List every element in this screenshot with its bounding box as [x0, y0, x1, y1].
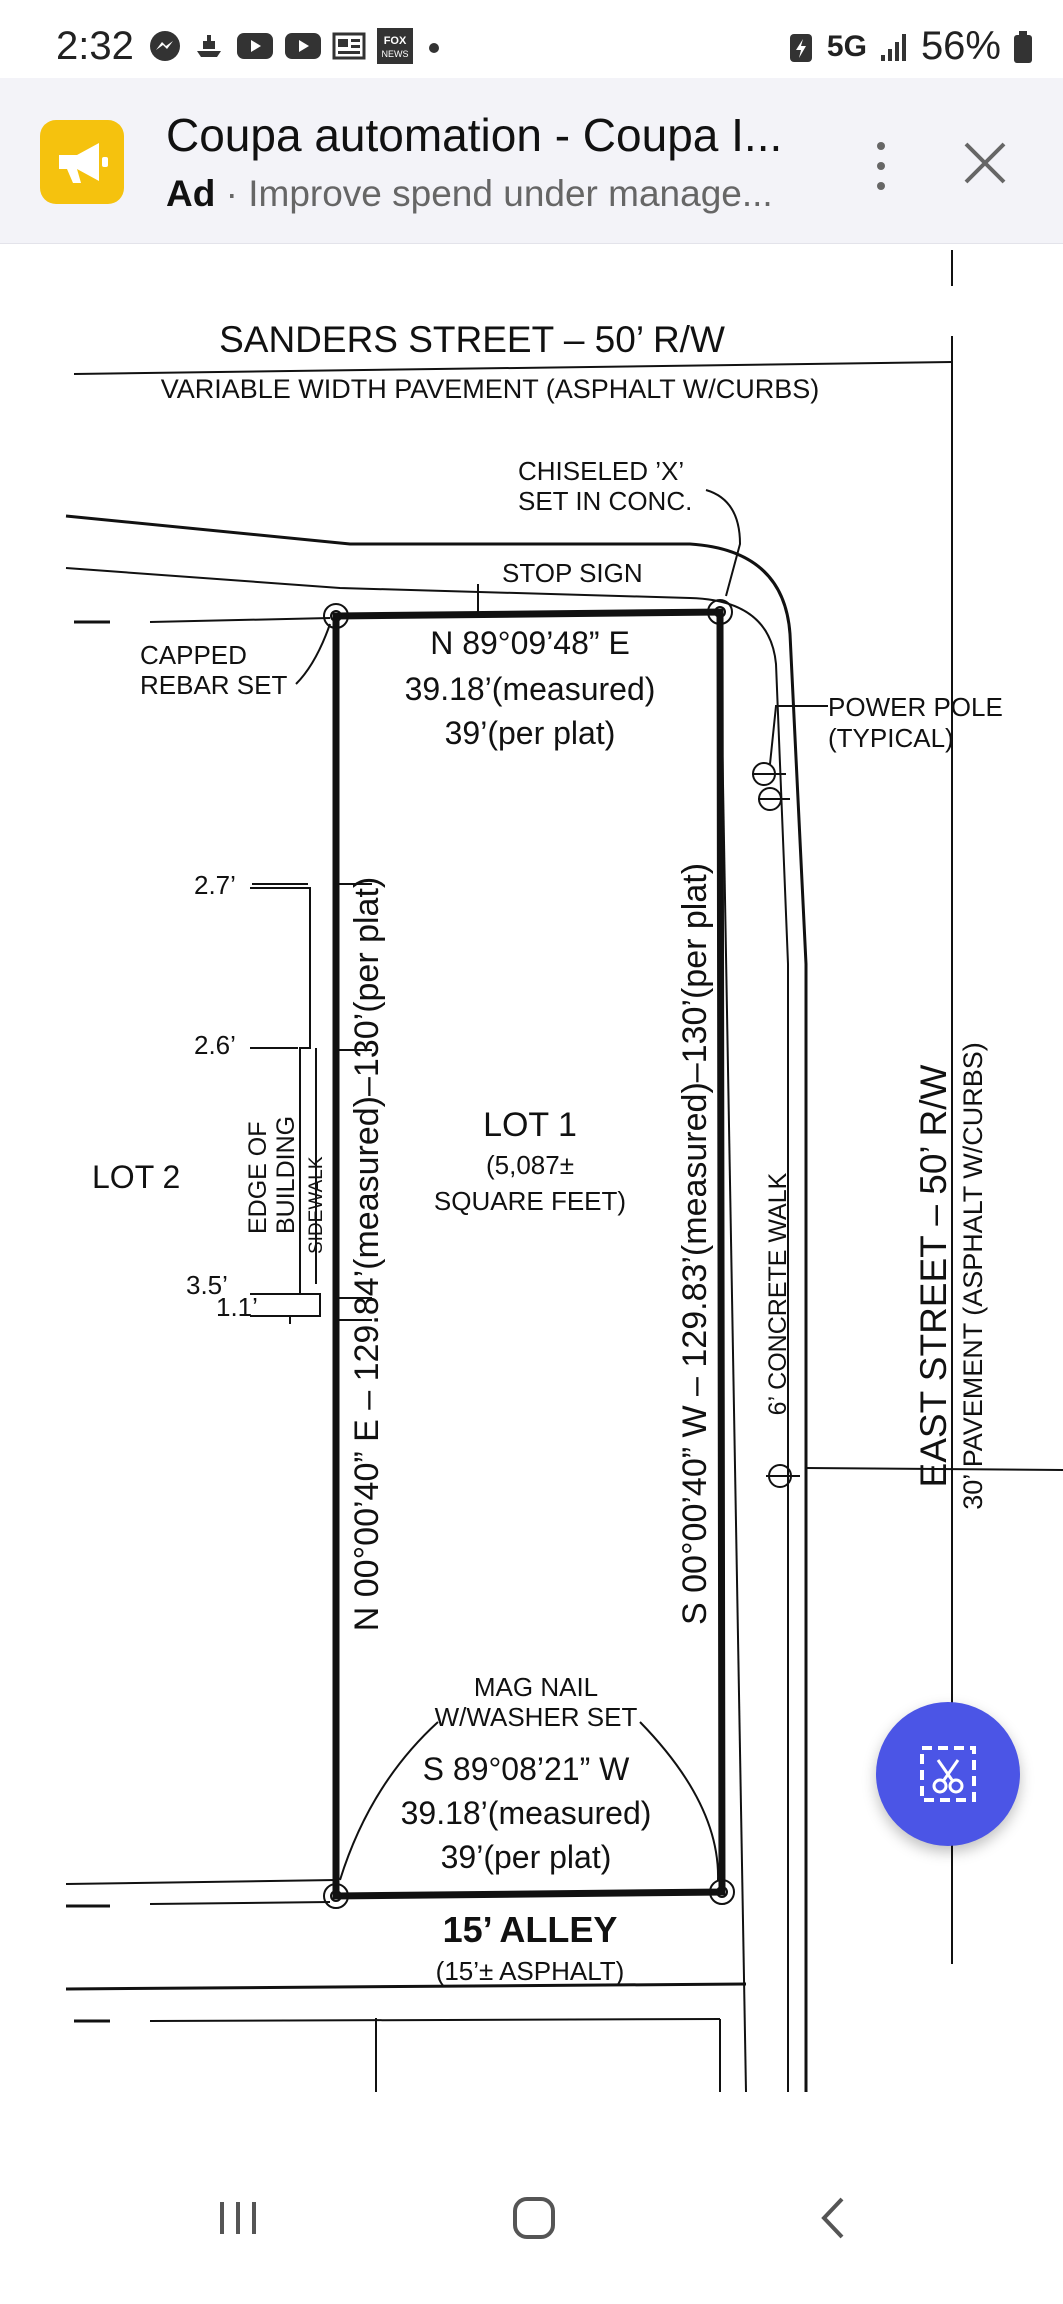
left-line-label: N 00°00’40” E – 129.84’(measured)–130’(p…	[348, 877, 386, 1631]
notification-icons: FOX NEWS	[148, 26, 444, 66]
navigation-bar	[0, 2120, 1063, 2304]
messenger-icon	[150, 31, 180, 61]
dim-label-1: 2.7’	[194, 870, 236, 900]
power-pole-label-2: (TYPICAL)	[828, 723, 954, 753]
ad-logo[interactable]	[40, 120, 124, 204]
ad-tag: Ad	[166, 173, 216, 214]
bearing-bottom: S 89°08’21” W	[423, 1751, 630, 1787]
home-button[interactable]	[494, 2178, 574, 2258]
top-measured: 39.18’(measured)	[405, 671, 656, 707]
back-icon	[821, 2197, 844, 2239]
ad-description: Improve spend under manage...	[248, 173, 773, 214]
youtube-icon	[285, 33, 321, 59]
svg-text:NEWS: NEWS	[382, 49, 409, 59]
signal-icon	[880, 33, 906, 61]
street-top-sub: VARIABLE WIDTH PAVEMENT (ASPHALT W/CURBS…	[161, 374, 820, 404]
ad-title[interactable]: Coupa automation - Coupa I...	[166, 109, 783, 161]
edge-label-1: EDGE OF	[244, 1121, 272, 1234]
ad-banner[interactable]: Coupa automation - Coupa I... Ad · Impro…	[0, 78, 1063, 244]
chiseled-label-2: SET IN CONC.	[518, 486, 692, 516]
power-pole-label-1: POWER POLE	[828, 692, 1003, 722]
dim-label-3: 3.5’	[186, 1270, 228, 1300]
recent-apps-icon	[220, 2202, 256, 2234]
capped-label-2: REBAR SET	[140, 670, 287, 700]
status-time: 2:32	[56, 24, 134, 68]
concrete-walk-label: 6’ CONCRETE WALK	[764, 1172, 792, 1415]
recent-apps-button[interactable]	[198, 2178, 278, 2258]
battery-icon	[1014, 30, 1032, 63]
street-right-label: EAST STREET – 50’ R/W	[913, 1064, 954, 1487]
sidewalk-label: SIDEWALK	[306, 1156, 327, 1254]
cruise-icon	[197, 35, 221, 57]
lot-2-label: LOT 2	[92, 1159, 180, 1195]
fox-news-icon: FOX NEWS	[377, 28, 413, 64]
screenshot-crop-icon	[920, 1746, 976, 1802]
alley-label: 15’ ALLEY	[443, 1909, 618, 1950]
edge-label-2: BUILDING	[272, 1116, 300, 1234]
status-right: 5G 56%	[787, 24, 1033, 69]
top-plat: 39’(per plat)	[445, 715, 616, 751]
svg-text:FOX: FOX	[384, 35, 407, 47]
dim-label-2: 2.6’	[194, 1030, 236, 1060]
mag-nail-label-2: W/WASHER SET	[435, 1702, 638, 1732]
screenshot-crop-button[interactable]	[876, 1702, 1020, 1846]
youtube-icon	[237, 33, 273, 59]
street-right-sub: 30’ PAVEMENT (ASPHALT W/CURBS)	[958, 1042, 988, 1510]
street-top-label: SANDERS STREET – 50’ R/W	[219, 319, 725, 360]
dot-icon	[429, 43, 439, 53]
megaphone-icon	[59, 143, 108, 183]
lot-1-area-2: SQUARE FEET)	[434, 1186, 626, 1216]
back-button[interactable]	[794, 2178, 874, 2258]
mag-nail-label-1: MAG NAIL	[474, 1672, 598, 1702]
alley-sub-label: (15’± ASPHALT)	[436, 1956, 625, 1986]
ad-subtitle[interactable]: Ad · Improve spend under manage...	[166, 173, 773, 214]
survey-plat-drawing: SANDERS STREET – 50’ R/W VARIABLE WIDTH …	[65, 250, 1063, 2093]
news-icon	[332, 32, 366, 60]
dim-label-4: 1.1’	[216, 1292, 258, 1322]
network-type: 5G	[826, 29, 867, 63]
battery-saver-icon	[789, 33, 812, 62]
close-icon[interactable]	[958, 136, 1012, 190]
bottom-measured: 39.18’(measured)	[401, 1795, 652, 1831]
chiseled-label-1: CHISELED ’X’	[518, 456, 684, 486]
home-icon	[513, 2197, 555, 2239]
capped-label-1: CAPPED	[140, 640, 247, 670]
status-bar: 2:32 FOX NEWS 5G 56%	[0, 0, 1063, 78]
battery-percent: 56%	[920, 24, 1001, 68]
lot-1-area-1: (5,087±	[486, 1150, 574, 1180]
survey-plat-image: SANDERS STREET – 50’ R/W VARIABLE WIDTH …	[0, 244, 1063, 2120]
right-line-label: S 00°00’40” W – 129.83’(measured)–130’(p…	[676, 863, 714, 1625]
stop-sign-label: STOP SIGN	[502, 558, 643, 588]
bottom-plat: 39’(per plat)	[441, 1839, 612, 1875]
bearing-top: N 89°09’48” E	[430, 625, 630, 661]
more-options-icon[interactable]	[866, 136, 896, 196]
lot-1-label: LOT 1	[483, 1106, 577, 1144]
